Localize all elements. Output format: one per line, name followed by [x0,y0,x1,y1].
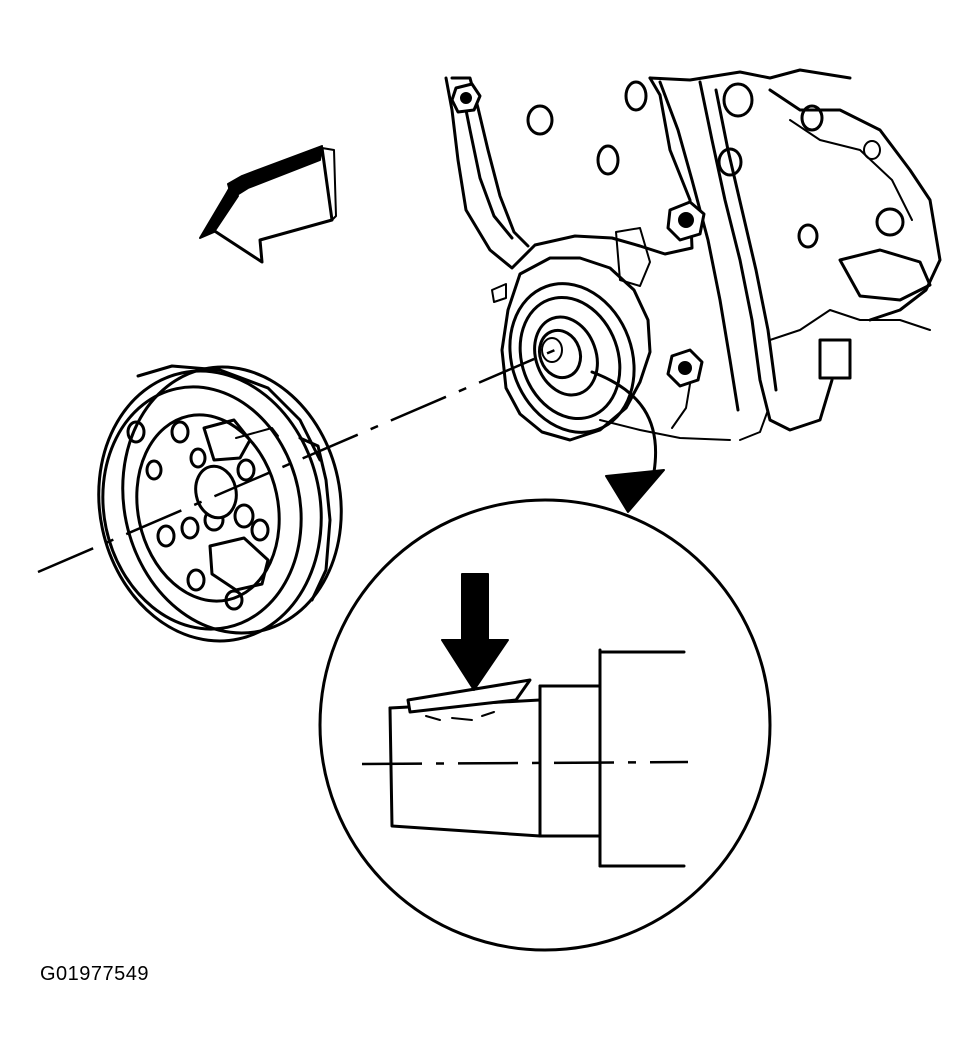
cover-bolt-upper [666,200,706,242]
curved-callout-arrow [590,370,665,513]
figure-id-label: G01977549 [40,963,150,985]
crankshaft-front-seal [491,256,652,442]
engine-block [444,68,942,441]
crankshaft-balancer [97,364,343,643]
cover-bolt-lower [666,348,704,429]
detail-view-circle [318,498,772,952]
gasket-bolt-top [450,82,482,114]
removal-direction-arrow [199,145,337,264]
down-arrow-pointer [441,573,509,691]
